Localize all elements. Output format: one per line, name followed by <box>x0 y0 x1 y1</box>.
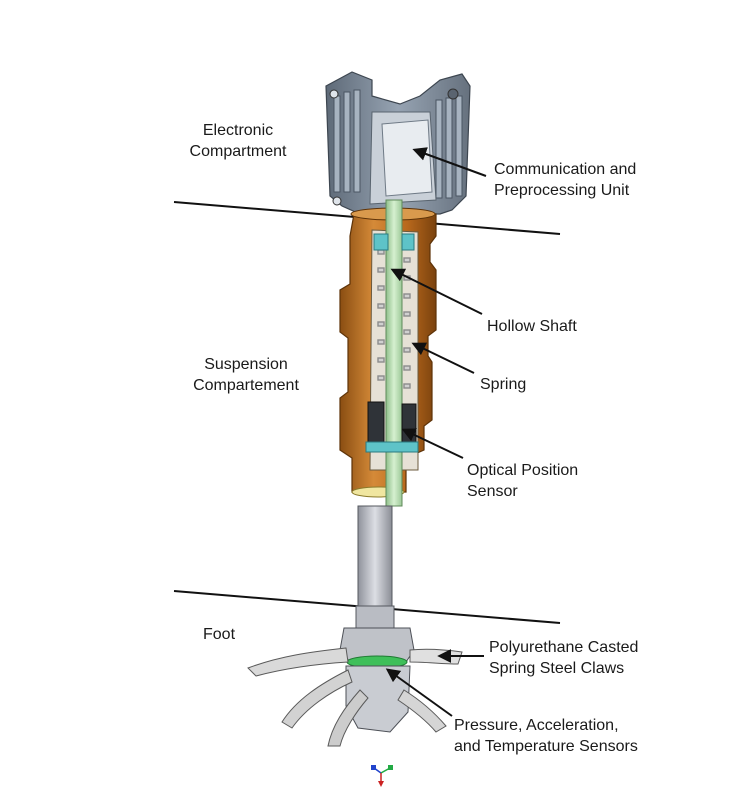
callout-communication: Communication and Preprocessing Unit <box>494 161 637 199</box>
arrow-communication <box>412 147 487 177</box>
arrow-optical <box>401 428 464 459</box>
spring-coil <box>377 249 411 389</box>
section-label-foot: Foot <box>203 626 236 643</box>
arrow-spring <box>411 342 475 374</box>
callout-sensors: Pressure, Acceleration, and Temperature … <box>454 717 638 755</box>
arrow-sensors <box>385 668 453 717</box>
callout-spring: Spring <box>480 376 527 393</box>
section-label-electronic: Electronic Compartment <box>189 122 287 160</box>
callout-claws: Polyurethane Casted Spring Steel Claws <box>489 639 639 677</box>
callout-optical: Optical Position Sensor <box>467 462 579 500</box>
section-label-suspension: Suspension Compartement <box>193 356 299 394</box>
electronic-housing <box>325 71 471 215</box>
rod <box>355 505 395 629</box>
callout-hollow-shaft: Hollow Shaft <box>487 318 577 335</box>
axis-triad-icon <box>371 765 393 787</box>
arrow-hollow-shaft <box>390 268 483 315</box>
foot-assembly <box>247 627 463 747</box>
